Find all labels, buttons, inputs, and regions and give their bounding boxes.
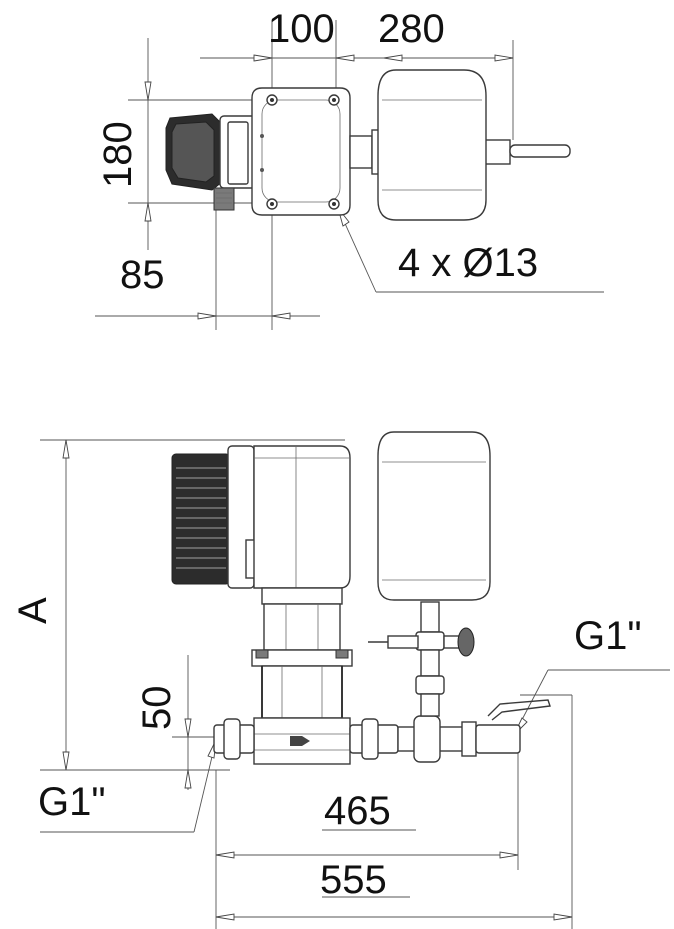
dim-555-label: 555 — [320, 858, 387, 902]
dim-280-label: 280 — [378, 7, 445, 51]
inlet-thread-label: G1" — [38, 780, 106, 824]
dim-A-label: A — [11, 597, 55, 624]
top-dimension-lines — [95, 20, 604, 330]
dim-100-label: 100 — [268, 7, 335, 51]
outlet-thread-label: G1" — [574, 614, 642, 658]
motor-terminal-box-top — [165, 113, 257, 211]
pump-column-side — [251, 603, 353, 765]
pipework-side — [213, 699, 551, 763]
side-dimension-lines — [40, 439, 670, 929]
dim-50-label: 50 — [135, 686, 179, 731]
dim-85-label: 85 — [120, 253, 165, 297]
side-view: A 50 G1" G1" 465 555 — [11, 431, 670, 929]
pressure-tank-top — [377, 69, 487, 221]
hole-callout-label: 4 x Ø13 — [398, 241, 538, 285]
pump-base-plate — [251, 87, 351, 216]
pressure-tank-side — [377, 431, 491, 601]
riser-manometer-side — [368, 601, 475, 717]
top-view: 100 280 180 85 4 x Ø13 — [95, 7, 604, 330]
dim-465-label: 465 — [324, 789, 391, 833]
motor-body-side — [253, 445, 351, 605]
motor-drive-side — [171, 445, 261, 589]
dim-180-label: 180 — [96, 121, 140, 188]
